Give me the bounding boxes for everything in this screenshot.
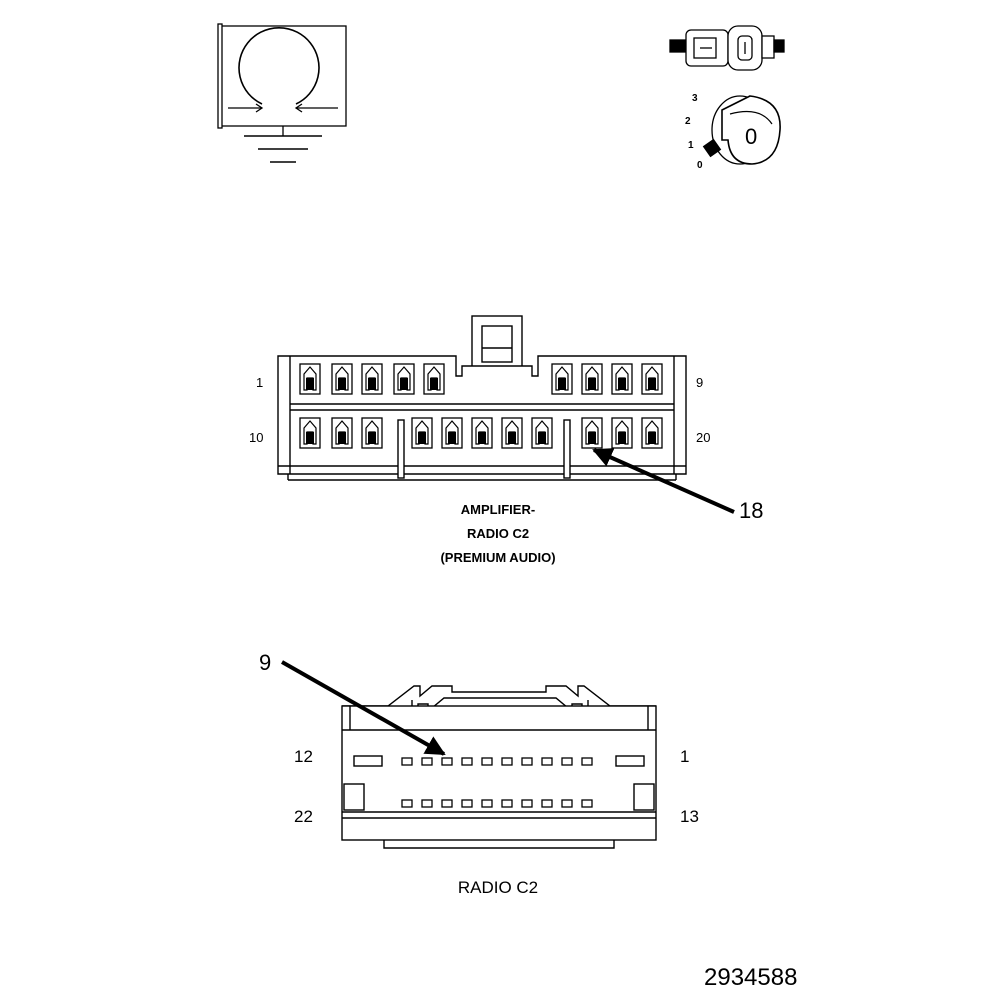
dial-number-2: 2 — [685, 116, 691, 127]
radio-top-row-pins — [401, 757, 593, 766]
amplifier-pin-label-top-left: 1 — [256, 375, 264, 390]
amplifier-caption-line-1: AMPLIFIER- — [460, 502, 536, 517]
radio-pin-label-top-left: 12 — [294, 747, 313, 766]
callout-9-arrow — [281, 660, 446, 756]
amplifier-caption-line-3: (PREMIUM AUDIO) — [440, 550, 556, 565]
dial-number-3: 3 — [692, 93, 698, 104]
radio-callout-9: 9 — [259, 650, 272, 675]
radio-caption: RADIO C2 — [457, 878, 539, 897]
ground-symbol-icon — [217, 23, 347, 163]
radio-bottom-row-pins — [401, 799, 593, 808]
radio-pin-label-bottom-right: 13 — [680, 807, 699, 826]
radio-pin-label-bottom-left: 22 — [294, 807, 313, 826]
amplifier-pin-label-bottom-left: 10 — [249, 430, 264, 445]
radio-c2-connector — [341, 685, 657, 849]
amplifier-caption-line-2: RADIO C2 — [466, 526, 530, 541]
amplifier-pin-label-bottom-right: 20 — [696, 430, 711, 445]
figure-number: 2934588 — [704, 964, 798, 991]
amplifier-pin-label-top-right: 9 — [696, 375, 704, 390]
callout-18-arrow — [592, 448, 735, 514]
dial-number-1: 1 — [688, 140, 694, 151]
ignition-key-icon — [669, 25, 785, 165]
key-label: 0 — [745, 124, 757, 149]
amplifier-radio-c2-connector — [277, 315, 687, 481]
amplifier-callout-18: 18 — [739, 498, 764, 523]
dial-number-0: 0 — [697, 160, 703, 171]
radio-pin-label-top-right: 1 — [680, 747, 690, 766]
